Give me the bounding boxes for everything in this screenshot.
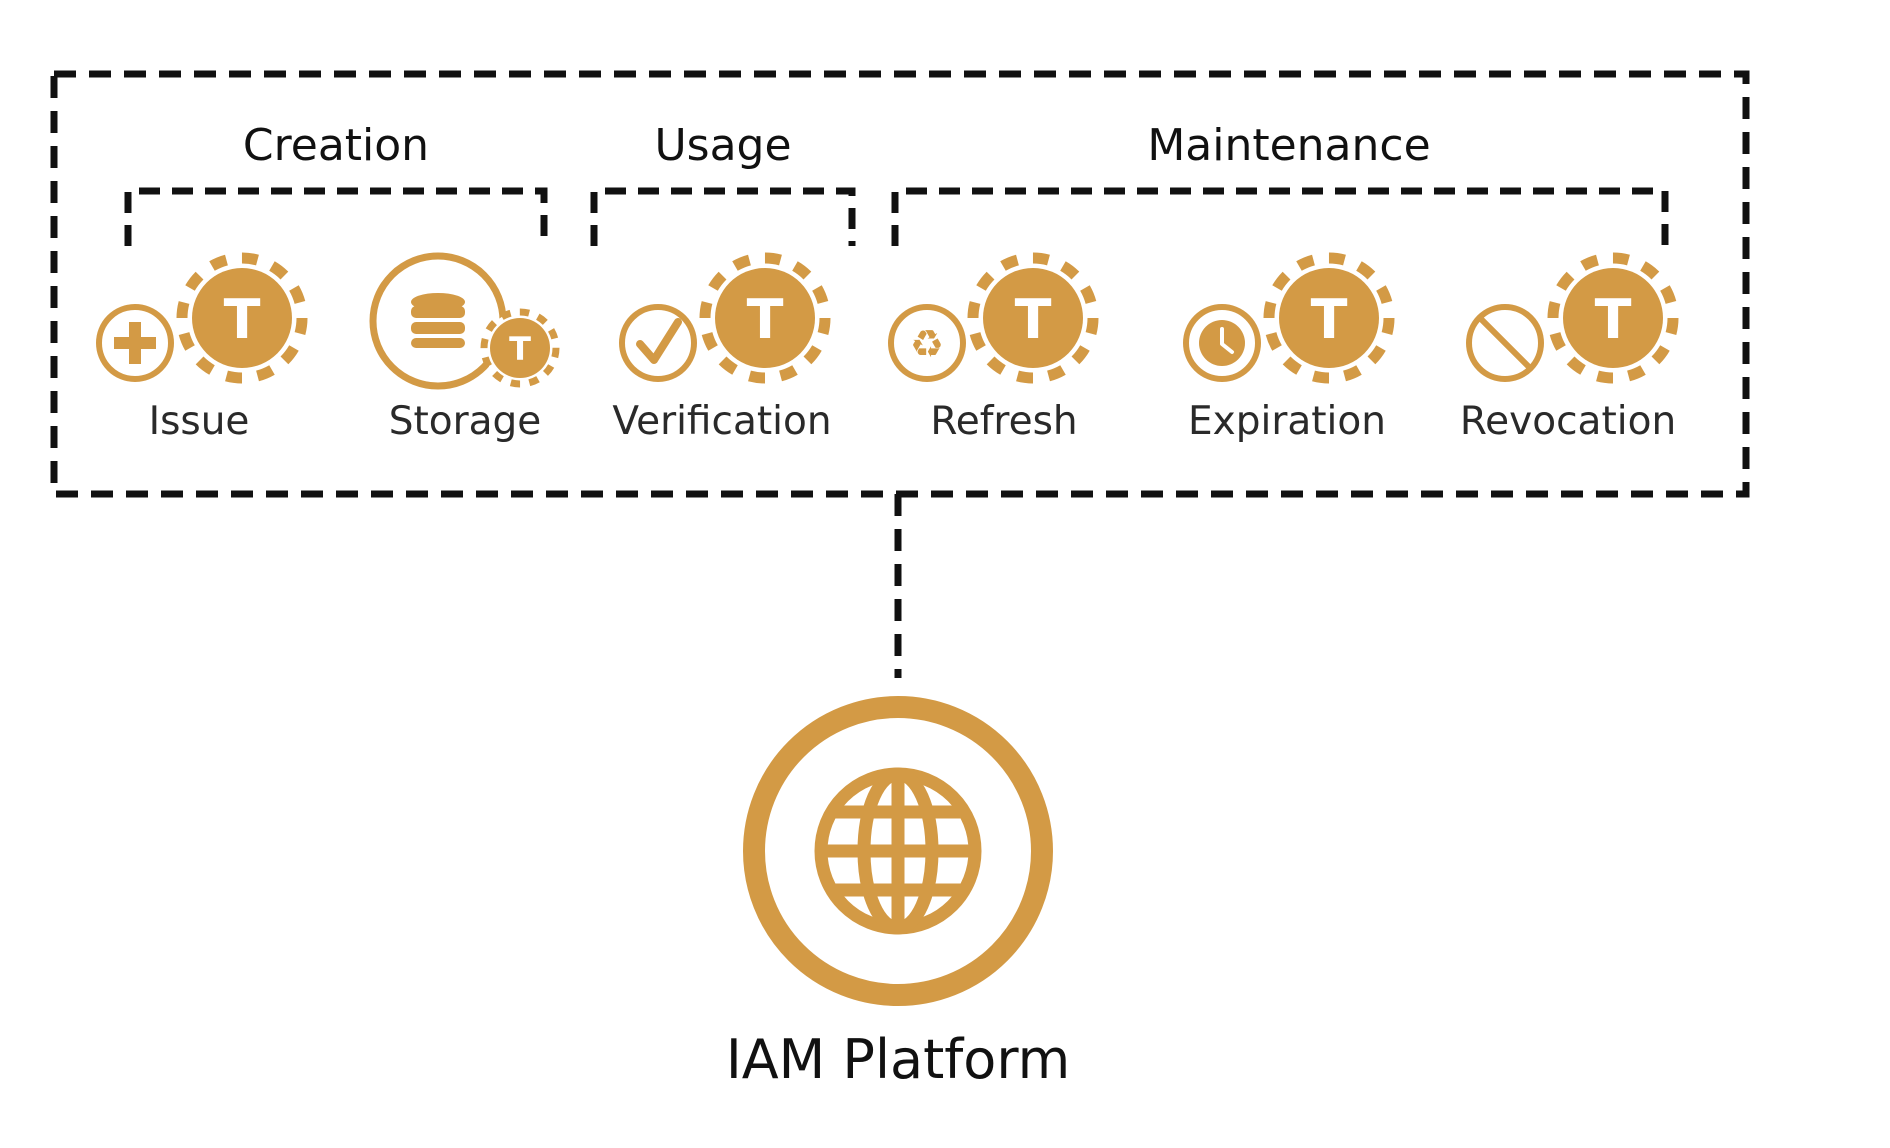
item-label-expiration: Expiration xyxy=(1188,399,1386,444)
svg-text:T: T xyxy=(224,288,261,351)
token-gear-icon: T xyxy=(973,258,1093,378)
item-label-verification: Verification xyxy=(612,399,831,444)
bracket-creation xyxy=(124,187,548,246)
item-verification: T Verification xyxy=(612,258,832,444)
recycle-icon: ♻ xyxy=(888,304,966,382)
svg-text:T: T xyxy=(1311,288,1348,351)
item-label-storage: Storage xyxy=(389,399,542,444)
bracket-usage xyxy=(590,187,856,246)
item-storage: T Storage xyxy=(369,252,560,444)
item-label-issue: Issue xyxy=(149,399,250,444)
prohibited-icon xyxy=(1466,304,1544,382)
svg-text:♻: ♻ xyxy=(910,322,944,366)
svg-text:T: T xyxy=(747,288,784,351)
group-title-creation: Creation xyxy=(243,120,429,171)
svg-text:T: T xyxy=(1595,288,1632,351)
item-expiration: T Expiration xyxy=(1183,258,1389,444)
token-gear-icon: T xyxy=(705,258,825,378)
svg-text:T: T xyxy=(509,330,531,368)
item-label-revocation: Revocation xyxy=(1460,399,1676,444)
checkmark-circle-icon xyxy=(619,304,697,382)
svg-text:T: T xyxy=(1015,288,1052,351)
database-icon xyxy=(369,252,507,390)
item-issue: T Issue xyxy=(96,258,302,444)
iam-platform-node: IAM Platform xyxy=(726,696,1070,1091)
token-gear-icon: T xyxy=(1553,258,1673,378)
globe-icon xyxy=(814,767,982,935)
outer-dashed-border xyxy=(50,70,1750,498)
item-revocation: T Revocation xyxy=(1460,258,1676,444)
item-label-refresh: Refresh xyxy=(930,399,1077,444)
group-title-maintenance: Maintenance xyxy=(1147,120,1430,171)
token-gear-icon: T xyxy=(182,258,302,378)
clock-icon xyxy=(1183,304,1261,382)
bracket-maintenance xyxy=(891,187,1669,246)
plus-circle-icon xyxy=(96,304,174,382)
platform-label: IAM Platform xyxy=(726,1028,1070,1091)
token-gear-small-icon: T xyxy=(480,308,560,388)
item-refresh: ♻ T Refresh xyxy=(888,258,1093,444)
token-gear-icon: T xyxy=(1269,258,1389,378)
group-title-usage: Usage xyxy=(654,120,791,171)
